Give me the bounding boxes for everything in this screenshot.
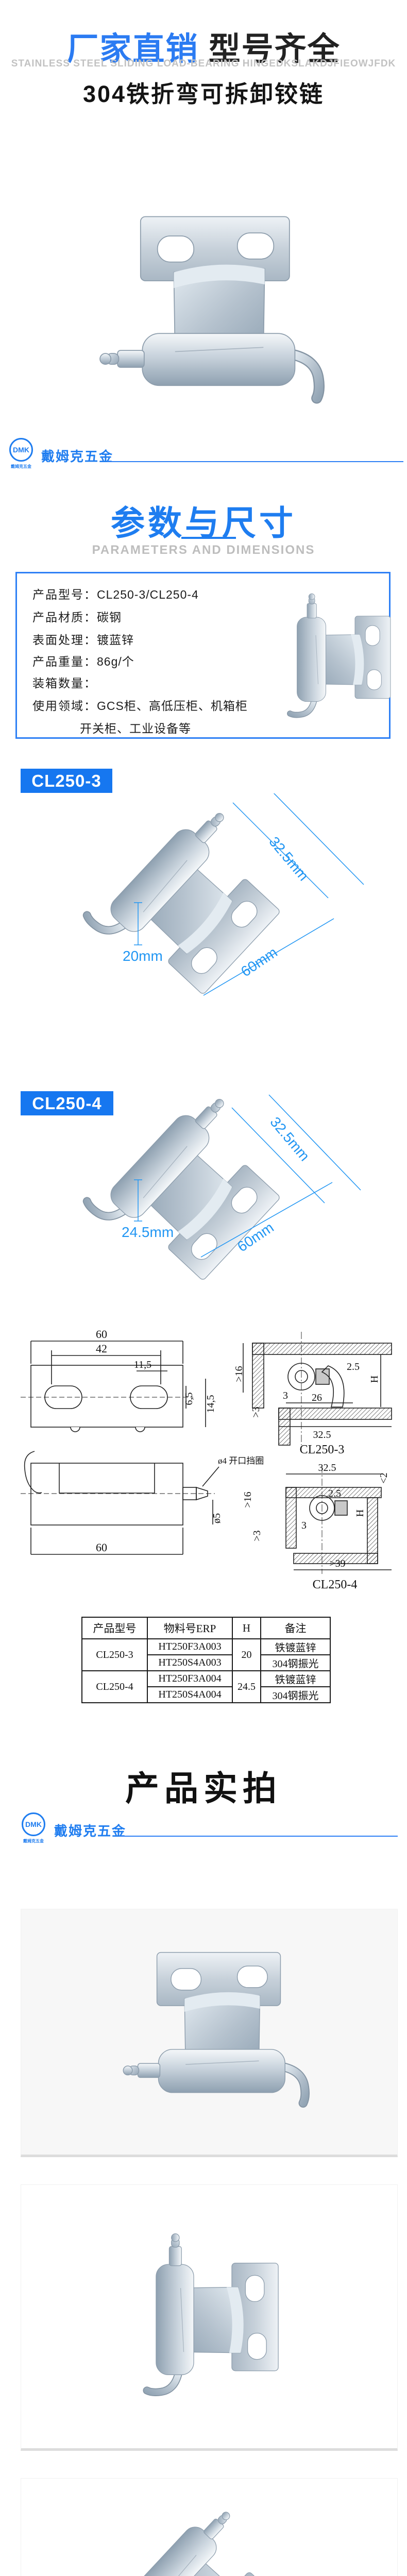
brand-divider-line xyxy=(120,1836,398,1837)
brand-name: 戴姆克五金 xyxy=(41,449,114,464)
spec-row-finish: 表面处理：镀蓝锌 xyxy=(32,633,134,647)
badge-cl250-3: CL250-3 xyxy=(21,769,112,793)
brand-name: 戴姆克五金 xyxy=(54,1823,127,1839)
dim-cl4-H: H xyxy=(354,1510,366,1517)
product-photo-2 xyxy=(21,2184,398,2451)
cell-erp: HT250F3A003 xyxy=(147,1638,233,1655)
dim-cl4-2-5: 2.5 xyxy=(328,1488,341,1499)
dim-cl4-3: 3 xyxy=(301,1520,307,1531)
dim-topview-42: 42 xyxy=(96,1342,107,1355)
spec-box-product-image xyxy=(285,584,399,718)
cl250-3-figure-image xyxy=(77,779,319,1022)
photos-section-title: 产品实拍 xyxy=(125,1769,282,1807)
erp-table: 产品型号 物料号ERP H 备注 CL250-3 HT250F3A003 20 … xyxy=(81,1617,331,1703)
dim-sideview-60: 60 xyxy=(96,1541,107,1554)
brand-logo-dmk: DMK xyxy=(22,1812,45,1836)
dim-topview-14-5: 14,5 xyxy=(205,1395,216,1413)
spec-row-model: 产品型号：CL250-3/CL250-4 xyxy=(32,588,199,601)
dim-sideview-o5: ø5 xyxy=(211,1513,223,1523)
dim-cl4-2: <2 xyxy=(378,1472,389,1483)
cell-note: 304钢振光 xyxy=(260,1686,331,1703)
table-row: CL250-4 HT250F3A004 24.5 铁镀蓝锌 xyxy=(81,1670,331,1703)
cl250-4-dim-offset: 24.5mm xyxy=(122,1224,174,1240)
brand-logo-caption: 戴姆克五金 xyxy=(11,464,31,469)
cl250-4-dimension-lines xyxy=(134,1094,361,1258)
technical-drawing: 60 42 11,5 6,5 14,5 ø4 开口挡圈 ø5 60 >16 3 … xyxy=(21,1328,392,1591)
spec-row-weight: 产品重量：86g/个 xyxy=(32,655,134,668)
params-section-title: 参数与尺寸 xyxy=(111,504,296,542)
cell-model-cl250-4: CL250-4 xyxy=(81,1670,148,1703)
params-section-subtitle: PARAMETERS AND DIMENSIONS xyxy=(92,543,315,557)
col-model: 产品型号 xyxy=(81,1617,148,1639)
badge-cl250-4: CL250-4 xyxy=(21,1091,113,1115)
brand-logo-caption: 戴姆克五金 xyxy=(23,1839,44,1843)
product-photo-3 xyxy=(21,2478,398,2576)
dim-topview-60: 60 xyxy=(96,1328,107,1341)
cell-note: 铁镀蓝锌 xyxy=(260,1638,331,1655)
dim-cl4-39: >39 xyxy=(329,1558,345,1569)
dim-cl3-g3: >3 xyxy=(250,1406,262,1417)
col-h: H xyxy=(232,1617,261,1639)
spec-row-packing: 装箱数量： xyxy=(32,676,97,690)
table-header-row: 产品型号 物料号ERP H 备注 xyxy=(81,1617,331,1639)
col-erp: 物料号ERP xyxy=(147,1617,233,1639)
photo-2-hinge xyxy=(140,2221,289,2396)
cl250-3-dimension-lines xyxy=(134,793,364,996)
dim-cl3-3: 3 xyxy=(283,1390,288,1401)
hero-product-image xyxy=(82,202,325,408)
cell-erp: HT250S4A003 xyxy=(147,1654,233,1671)
dim-cl3-16: >16 xyxy=(233,1366,245,1382)
spec-box: 产品型号：CL250-3/CL250-4 产品材质：碳钢 表面处理：镀蓝锌 产品… xyxy=(15,572,391,739)
dim-cl3-26: 26 xyxy=(312,1392,322,1403)
table-row: HT250S4A004 304钢振光 xyxy=(82,1686,331,1703)
cell-note: 304钢振光 xyxy=(260,1654,331,1671)
dim-topview-6-5: 6,5 xyxy=(183,1393,195,1405)
cl250-3-dim-offset: 20mm xyxy=(123,948,163,964)
spec-row-usage: 使用领域：GCS柜、高低压柜、机箱柜 xyxy=(32,699,248,713)
label-retaining-ring: ø4 开口挡圈 xyxy=(218,1456,264,1466)
params-title-underline xyxy=(181,537,236,539)
table-row: HT250S4A003 304钢振光 xyxy=(82,1654,331,1671)
page-title-highlight: 厂家直销 xyxy=(66,31,199,67)
dim-cl3-2-5: 2.5 xyxy=(347,1361,360,1372)
col-remark: 备注 xyxy=(260,1617,331,1639)
dim-cl4-g3: >3 xyxy=(251,1530,263,1541)
cell-erp: HT250F3A004 xyxy=(147,1670,233,1687)
product-name: 304铁折弯可拆卸铰链 xyxy=(82,81,325,107)
dim-cl3-H: H xyxy=(369,1376,380,1383)
cell-model-cl250-3: CL250-3 xyxy=(81,1638,148,1671)
photo-1-hinge xyxy=(109,1940,310,2111)
dim-cl4-32-5: 32.5 xyxy=(318,1462,336,1473)
brand-divider-line xyxy=(107,461,403,462)
cell-erp: HT250S4A004 xyxy=(147,1686,233,1703)
spec-row-usage2: 开关柜、工业设备等 xyxy=(80,722,191,735)
dim-cl4-16: >16 xyxy=(242,1492,253,1507)
photo-3-hinge xyxy=(96,2481,317,2576)
label-cl250-4-section: CL250-4 xyxy=(313,1578,358,1591)
cell-note: 铁镀蓝锌 xyxy=(260,1670,331,1687)
label-cl250-3-section: CL250-3 xyxy=(300,1443,345,1456)
cell-h: 20 xyxy=(232,1638,261,1671)
cell-h: 24.5 xyxy=(232,1670,261,1703)
table-row: CL250-3 HT250F3A003 20 铁镀蓝锌 xyxy=(81,1638,331,1671)
page-subtitle: STAINLESS STEEL SLIDING LOAD-BEARING HIN… xyxy=(11,58,396,69)
dim-cl3-32-5: 32.5 xyxy=(313,1429,331,1440)
page-title-rest: 型号齐全 xyxy=(198,31,341,67)
page-title: 厂家直销 型号齐全 xyxy=(0,23,407,69)
cl250-4-figure-image xyxy=(77,1065,319,1308)
dim-topview-11-5: 11,5 xyxy=(134,1359,151,1370)
brand-logo-dmk: DMK xyxy=(9,438,33,462)
spec-row-material: 产品材质：碳钢 xyxy=(32,611,122,624)
product-photo-1 xyxy=(21,1909,398,2157)
